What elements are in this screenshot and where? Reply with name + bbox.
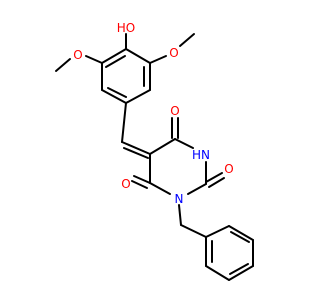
atom-label-nh: HN [192, 148, 210, 162]
bond-ch-c5-double-b [123, 147, 149, 159]
bond-c6-o-double-a [133, 175, 151, 184]
bond-ring-top-c3-c4 [101, 89, 127, 104]
atom-label-carbonyl-right-o: O [224, 162, 233, 176]
atom-labels: HO O O O HN O O N [73, 21, 233, 206]
bond-pyr-c5-c4 [149, 138, 176, 155]
bond-c-o-methoxy-right [149, 55, 167, 64]
atom-label-hydroxyl: HO [117, 21, 135, 35]
bond-c-o-methoxy-left [85, 55, 103, 64]
bond-ring-top-c1-c2 [101, 48, 127, 64]
atom-label-methoxy-left-o: O [73, 48, 82, 62]
atom-label-n-benzyl: N [175, 192, 184, 206]
bond-pyr-c2-n1 [187, 183, 207, 195]
bond-c2-o-double-a [205, 172, 223, 183]
bond-ring-to-ch [121, 102, 127, 143]
bond-phenyl-c2-c3-inner [230, 231, 250, 243]
bond-o-ch3-right [179, 33, 195, 47]
bond-o-ch3-left [55, 58, 71, 72]
bond-ring-top-c4-c5 [125, 89, 151, 104]
bond-phenyl-c4-c5-inner [229, 263, 249, 275]
atom-label-carbonyl-top-o: O [170, 104, 179, 118]
bond-phenyl-c2-c3 [228, 225, 254, 241]
bond-phenyl-c4-c5 [228, 265, 254, 281]
atom-label-carbonyl-left-o: O [121, 177, 130, 191]
bond-ch2-phenyl [180, 224, 207, 238]
atom-label-methoxy-right-o: O [169, 46, 178, 60]
bond-c6-o-double-b [131, 180, 148, 189]
bond-ch-c5-double-a [121, 141, 151, 155]
bond-ring-top-c6-c1 [125, 48, 151, 64]
bond-ring-top-c1-c2-inner [105, 55, 126, 68]
bond-pyr-c4-n3 [174, 138, 194, 149]
bond-ring-top-c3-c4-inner [107, 87, 127, 98]
bond-pyr-n1-c6 [149, 182, 171, 195]
bond-phenyl-c1-c2 [205, 225, 230, 238]
bond-c2-o-double-b [208, 177, 225, 188]
bond-n1-ch2 [178, 204, 182, 226]
bond-phenyl-c5-c6 [205, 265, 230, 281]
molecule-structure-diagram: HO O O O HN O O N [55, 21, 254, 281]
bonds [55, 33, 254, 281]
